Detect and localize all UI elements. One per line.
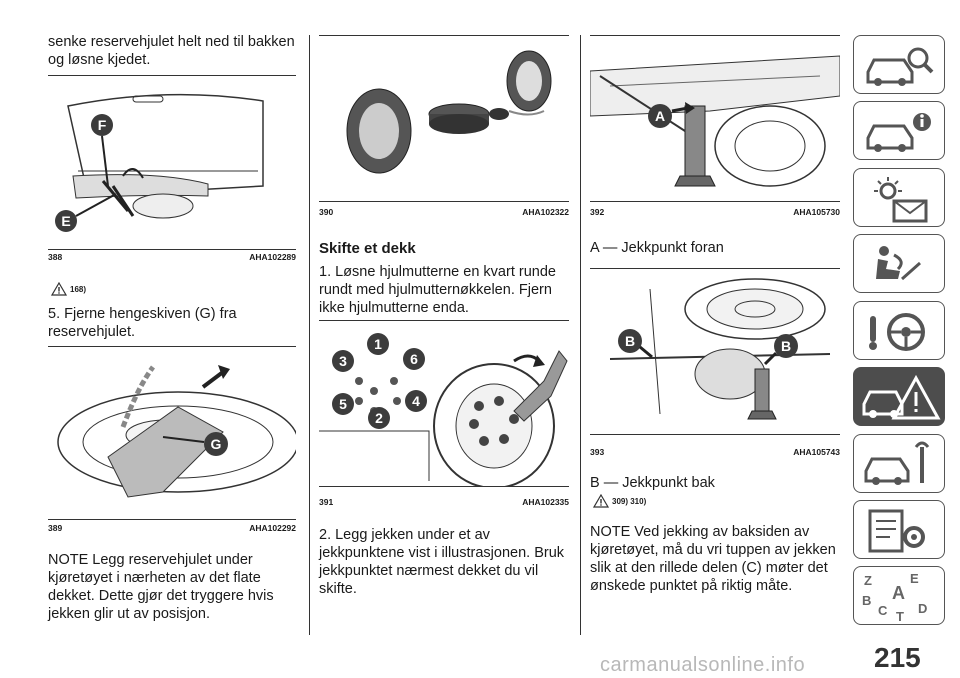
index-letter: B [862,593,871,608]
figure-393-illustration: B B [609,278,831,420]
label-B-right: B [781,338,791,354]
label-A: A [655,108,665,124]
figure-code: AHA105743 [793,447,840,457]
note-text: NOTE Legg reservehjulet under kjøretøyet… [48,552,274,622]
figure-code: AHA102322 [522,207,569,217]
label-6: 6 [410,351,418,367]
index-letter: E [910,571,919,586]
figure-code: AHA102289 [249,252,296,262]
warning-ref-text: 309) 310) [612,496,647,506]
warning-triangle-icon [51,282,67,296]
figure-391-illustration: 1 2 3 4 5 6 [319,333,568,486]
label-1: 1 [374,336,382,352]
warning-ref-text: 168) [70,284,87,294]
label-B-left: B [625,333,635,349]
tab-steering-wheel[interactable] [853,301,945,360]
label-E: E [61,213,70,229]
jack-point-front-label: A — Jekkpunkt foran [590,240,724,256]
tab-car-service[interactable] [853,434,945,493]
figure-code: AHA102335 [522,497,569,507]
warning-reference: 309) 310) [593,494,646,508]
warning-lights-icon [874,177,928,223]
label-4: 4 [412,393,420,409]
figure-number: 393 [590,447,605,457]
column-1: senke reservehjulet helt ned til bakken … [48,0,296,678]
label-F: F [98,117,107,133]
figure-number: 392 [590,207,605,217]
figure-392-illustration: A [590,55,840,187]
figure-392: A [590,35,840,202]
figure-number: 389 [48,523,63,533]
label-5: 5 [339,396,347,412]
car-info-icon [866,113,931,152]
figure-code: AHA105730 [793,207,840,217]
column-3: A 392 AHA105730 A — Jekkpunkt foran B B … [590,0,840,678]
tab-airbag-seat[interactable] [853,234,945,293]
tab-car-search[interactable] [853,35,945,94]
tab-warning-lights[interactable] [853,168,945,227]
index-letter: C [878,603,888,618]
index-letter: T [896,609,904,624]
tab-car-breakdown[interactable] [853,367,945,426]
car-service-icon [864,441,930,485]
tab-technical-data[interactable] [853,500,945,559]
figure-389-illustration: G [57,365,296,498]
tab-index[interactable]: Z E A B C T D [853,566,945,625]
warning-reference: 168) [51,282,86,296]
figure-390-illustration [346,50,552,174]
figure-number: 390 [319,207,334,217]
step-5-text: 5. Fjerne hengeskiven (G) fra reservehju… [48,306,237,340]
index-letter: D [918,601,927,616]
column-divider [580,35,581,635]
car-search-icon [866,47,934,86]
label-2: 2 [375,410,383,426]
index-letter: A [892,583,905,603]
figure-391: 1 2 3 4 5 6 [319,320,569,487]
index-letter: Z [864,573,872,588]
label-3: 3 [339,353,347,369]
figure-388-illustration: F E [55,93,264,232]
watermark: carmanualsonline.info [600,654,806,676]
car-breakdown-icon [862,374,941,420]
column-2: 390 AHA102322 Skifte et dekk 1. Løsne hj… [319,0,569,678]
technical-data-icon [868,509,925,553]
step-1-text: 1. Løsne hjulmutterne en kvart runde run… [319,264,556,316]
intro-text: senke reservehjulet helt ned til bakken … [48,34,295,68]
label-G: G [211,436,222,452]
steering-wheel-icon [869,313,925,351]
note-text: NOTE Ved jekking av baksiden av kjøretøy… [590,524,836,594]
page-number: 215 [874,642,921,673]
warning-triangle-icon [593,494,609,508]
tab-car-info[interactable] [853,101,945,160]
figure-code: AHA102292 [249,523,296,533]
figure-number: 388 [48,252,63,262]
figure-number: 391 [319,497,334,507]
jack-point-rear-label: B — Jekkpunkt bak [590,475,715,491]
section-heading: Skifte et dekk [319,240,416,257]
figure-393: B B [590,268,840,435]
index-icon: Z E A B C T D [862,571,927,624]
figure-389: G [48,346,296,520]
step-2-text: 2. Legg jekken under et av jekkpunktene … [319,527,565,597]
figure-390 [319,35,569,202]
airbag-seat-icon [876,246,921,281]
column-divider [309,35,310,635]
figure-388: F E [48,75,296,250]
